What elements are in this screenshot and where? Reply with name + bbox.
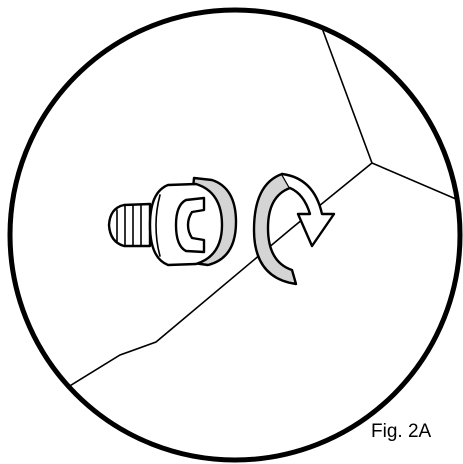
- panel-corner-line-upper: [321, 27, 460, 206]
- rotation-arrow-head: [280, 172, 336, 248]
- screw-head-edge: [155, 194, 161, 257]
- keyhole-slot: [174, 196, 206, 254]
- magnification-circle: [7, 7, 463, 463]
- screw-thread-lines: [116, 204, 142, 247]
- screw-thread-body: [107, 202, 152, 248]
- rotation-arrow-band: [252, 172, 298, 286]
- figure-label: Fig. 2A: [371, 421, 432, 442]
- screw-with-spacer-icon: [107, 176, 238, 267]
- clockwise-rotation-arrow-icon: [252, 172, 336, 286]
